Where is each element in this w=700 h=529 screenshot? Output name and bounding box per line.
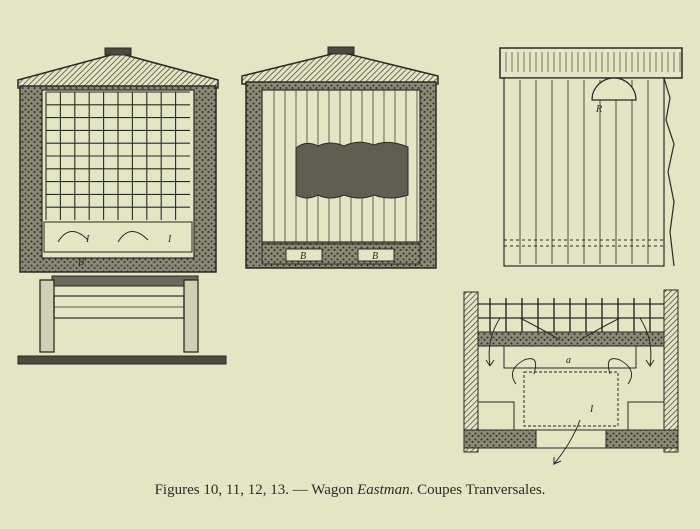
fig11-label-1: B xyxy=(300,251,306,262)
figure-12-side-elevation: R xyxy=(499,47,683,267)
ice-rack-grid xyxy=(45,91,190,220)
caption-emphasis: Eastman xyxy=(357,482,410,498)
figure-11-wagon-cross-section: B B xyxy=(241,46,439,269)
fig10-label-3: B xyxy=(78,257,84,268)
figure-10-wagon-cross-section: I I B xyxy=(17,47,227,365)
gauge-dial-icon xyxy=(591,77,637,101)
fig11-label-2: B xyxy=(372,251,378,262)
fig12-label-1: R xyxy=(595,104,602,115)
fig10-label-2: I xyxy=(167,234,172,245)
fig13-label-2: I xyxy=(589,404,594,415)
fig13-label-1: a xyxy=(566,355,571,366)
fig10-label-1: I xyxy=(85,234,90,245)
caption-suffix: . Coupes Tranversales. xyxy=(409,482,546,498)
figure-caption: Figures 10, 11, 12, 13. — Wagon Eastman.… xyxy=(0,482,700,499)
cargo-mass xyxy=(295,141,409,199)
figure-13-bunker-detail: a I xyxy=(463,289,679,466)
caption-prefix: Figures 10, 11, 12, 13. — Wagon xyxy=(154,482,358,498)
